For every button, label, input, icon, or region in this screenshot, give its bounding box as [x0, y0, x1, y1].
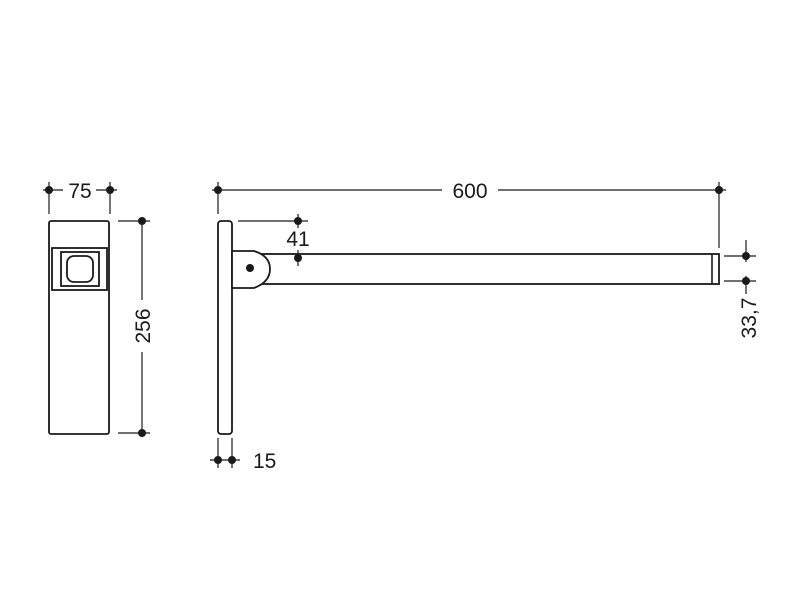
dimension-marker [138, 217, 146, 225]
hinge-pivot-dot [246, 264, 254, 272]
dimension-length: 600 [212, 180, 726, 248]
dimension-plate-thickness: 15 [210, 438, 276, 473]
front-view [48, 220, 110, 435]
support-tube [261, 253, 720, 285]
dimension-height: 256 [118, 217, 155, 437]
dimension-marker [294, 217, 302, 225]
dimension-label-hinge-offset: 41 [286, 228, 309, 251]
dimension-label-width: 75 [68, 180, 91, 203]
dimension-label-height: 256 [132, 308, 155, 343]
dimension-marker [742, 252, 750, 260]
dimension-marker [228, 456, 236, 464]
dimension-label-plate-thickness: 15 [253, 450, 276, 473]
dimension-marker [138, 429, 146, 437]
dimension-marker [45, 186, 53, 194]
dimension-marker [742, 277, 750, 285]
dimension-marker [214, 186, 222, 194]
dimension-tube-diameter: 33,7 [724, 240, 761, 338]
dimension-marker [294, 254, 302, 262]
dimension-marker [106, 186, 114, 194]
dimension-width: 75 [43, 180, 117, 214]
dimension-label-length: 600 [452, 180, 487, 203]
dimension-label-tube-diameter: 33,7 [738, 298, 761, 339]
dimension-hinge-offset: 41 [238, 214, 310, 266]
dimension-marker [214, 456, 222, 464]
dimension-marker [715, 186, 723, 194]
wall-plate-side [217, 220, 233, 435]
side-view [217, 220, 720, 435]
tube-end-front [66, 255, 94, 283]
